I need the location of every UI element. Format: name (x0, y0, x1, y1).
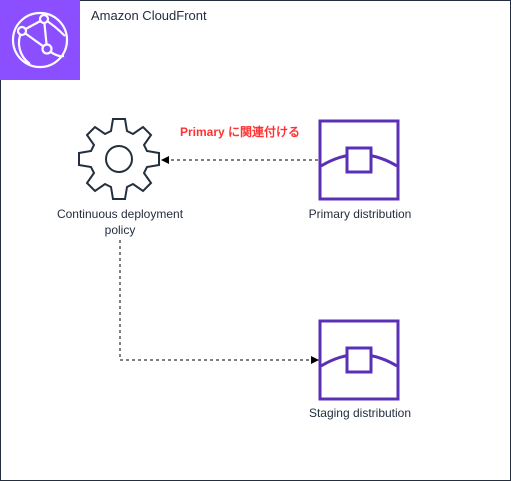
gear-icon[interactable] (78, 118, 160, 200)
policy-label-line2: policy (104, 223, 136, 237)
cloudfront-badge (0, 0, 80, 80)
staging-distribution-label: Staging distribution (308, 406, 412, 420)
primary-distribution-icon[interactable] (318, 119, 400, 201)
policy-label: Continuous deployment policy (20, 206, 220, 238)
primary-distribution-label: Primary distribution (308, 207, 412, 221)
group-title: Amazon CloudFront (91, 8, 207, 23)
cloudfront-icon (11, 11, 69, 69)
edge-policy-to-staging[interactable] (119, 240, 319, 364)
staging-distribution-icon[interactable] (318, 319, 400, 401)
edge-label-associate-primary: Primary に関連付ける (179, 125, 301, 139)
policy-label-line1: Continuous deployment (56, 207, 184, 221)
